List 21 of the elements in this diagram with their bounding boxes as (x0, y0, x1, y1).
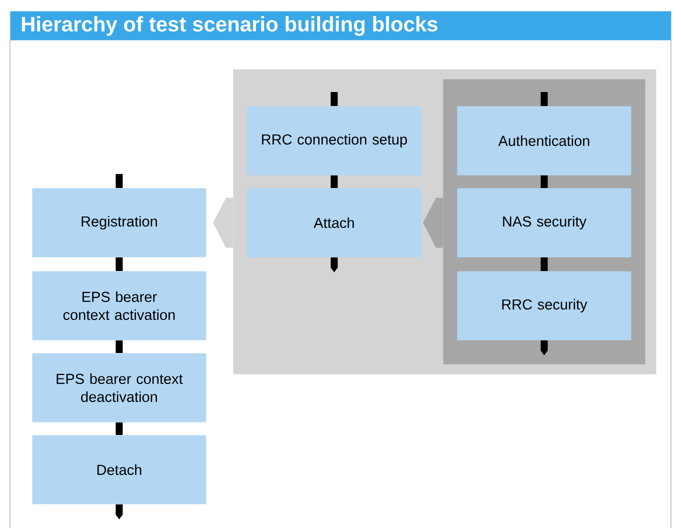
connector-bar (540, 92, 548, 106)
step-box: Detach (32, 435, 206, 504)
connector-bar (330, 92, 338, 106)
step-box: RRC security (457, 271, 632, 340)
step-box: EPS bearer context activation (32, 271, 206, 340)
connector-bar (116, 174, 123, 188)
chevron-arrow (213, 198, 233, 248)
chevron-arrow (423, 198, 443, 248)
connector-bar (116, 422, 123, 435)
connector-bar (540, 175, 548, 188)
step-box: Registration (32, 188, 206, 258)
connector-bar (116, 257, 123, 271)
step-box: NAS security (457, 188, 632, 258)
step-box: Attach (247, 188, 422, 258)
connector-bar (116, 340, 123, 353)
step-box: Authentication (457, 106, 632, 176)
connector-bar (540, 257, 548, 271)
title-bar: Hierarchy of test scenario building blocks (10, 11, 672, 40)
connector-bar (330, 175, 338, 188)
step-box: RRC connection setup (247, 106, 422, 176)
step-box: EPS bearer context deactivation (32, 353, 206, 422)
